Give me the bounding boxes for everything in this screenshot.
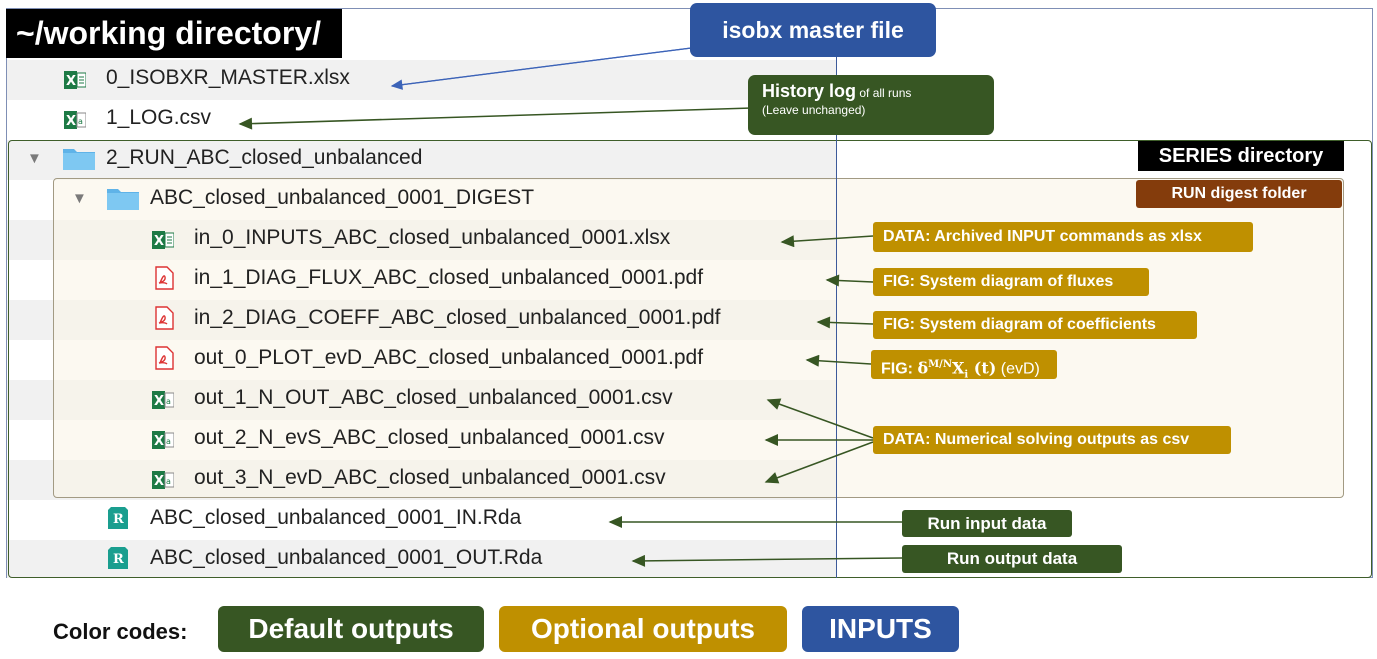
- annotation-log: History log of all runs (Leave unchanged…: [748, 75, 994, 135]
- annotation-evd-prefix: FIG:: [881, 360, 918, 378]
- svg-text:a: a: [166, 397, 171, 406]
- annotation-evd-sub: i: [964, 369, 969, 381]
- csv-file-icon: X a: [152, 431, 174, 449]
- annotation-evd-x: X: [951, 358, 965, 378]
- folder-icon: [107, 189, 139, 210]
- r-data-file-icon: R: [108, 507, 128, 529]
- svg-text:X: X: [154, 234, 164, 249]
- annotation-log-sub2: (Leave unchanged): [762, 103, 866, 117]
- file-name: 1_LOG.csv: [106, 106, 212, 129]
- csv-file-icon: X a: [64, 111, 86, 129]
- svg-text:X: X: [154, 394, 164, 409]
- file-name: out_3_N_evD_ABC_closed_unbalanced_0001.c…: [194, 466, 666, 489]
- arrow-log: [238, 107, 753, 130]
- folder-icon: [63, 149, 95, 170]
- annotation-evd-suffix: (evD): [996, 360, 1040, 378]
- legend-default-outputs: Default outputs: [218, 606, 484, 652]
- legend-inputs: INPUTS: [802, 606, 959, 652]
- file-name: ABC_closed_unbalanced_0001_IN.Rda: [150, 506, 522, 529]
- svg-text:a: a: [166, 477, 171, 486]
- file-name: 0_ISOBXR_MASTER.xlsx: [106, 66, 350, 89]
- file-name: out_1_N_OUT_ABC_closed_unbalanced_0001.c…: [194, 386, 673, 409]
- pdf-file-icon: [155, 306, 174, 330]
- arrow-out-rda: [631, 554, 903, 567]
- arrow-master: [390, 44, 716, 90]
- annotation-series: SERIES directory: [1138, 141, 1344, 171]
- annotation-numerical: DATA: Numerical solving outputs as csv: [873, 426, 1231, 454]
- row-bg: [7, 60, 836, 100]
- annotation-log-title: History log: [762, 81, 857, 101]
- arrow-n-out: [766, 398, 874, 439]
- file-name: out_0_PLOT_evD_ABC_closed_unbalanced_000…: [194, 346, 704, 369]
- file-name: ABC_closed_unbalanced_0001_OUT.Rda: [150, 546, 543, 569]
- excel-xlsx-icon: X: [152, 231, 174, 249]
- annotation-digest: RUN digest folder: [1136, 180, 1342, 208]
- svg-text:a: a: [78, 117, 83, 126]
- annotation-log-sub1: of all runs: [856, 86, 912, 100]
- svg-text:X: X: [66, 114, 76, 129]
- file-name: in_0_INPUTS_ABC_closed_unbalanced_0001.x…: [194, 226, 671, 249]
- annotation-master: isobx master file: [690, 3, 936, 57]
- arrow-n-evd: [764, 441, 874, 484]
- series-directory-outline: [8, 140, 1372, 578]
- legend-optional-outputs: Optional outputs: [499, 606, 787, 652]
- row-bg: [7, 140, 836, 180]
- annotation-run-output: Run output data: [902, 545, 1122, 573]
- annotation-evd-delta: δ: [917, 358, 929, 378]
- svg-text:R: R: [113, 552, 124, 567]
- annotation-run-input: Run input data: [902, 510, 1072, 537]
- file-name: out_2_N_evS_ABC_closed_unbalanced_0001.c…: [194, 426, 665, 449]
- arrow-evd: [805, 354, 872, 367]
- disclosure-triangle-icon[interactable]: ▼: [27, 150, 42, 167]
- svg-text:X: X: [154, 434, 164, 449]
- annotation-inputs: DATA: Archived INPUT commands as xlsx: [873, 222, 1253, 252]
- arrow-coeff: [816, 316, 874, 329]
- excel-xlsx-icon: X: [64, 71, 86, 89]
- column-divider: [836, 8, 837, 578]
- annotation-coeff: FIG: System diagram of coefficients: [873, 311, 1197, 339]
- folder-name: 2_RUN_ABC_closed_unbalanced: [106, 146, 423, 169]
- svg-text:X: X: [66, 74, 76, 89]
- pdf-file-icon: [155, 346, 174, 370]
- annotation-evd-sup: M/N: [928, 359, 952, 370]
- legend-label: Color codes:: [53, 619, 188, 644]
- r-data-file-icon: R: [108, 547, 128, 569]
- working-directory-title: ~/working directory/: [6, 9, 342, 58]
- pdf-file-icon: [155, 266, 174, 290]
- svg-text:X: X: [154, 474, 164, 489]
- annotation-evd-t: (t): [968, 358, 997, 378]
- annotation-evd: FIG: δM/NXi (t) (evD): [871, 350, 1057, 381]
- folder-name: ABC_closed_unbalanced_0001_DIGEST: [150, 186, 535, 209]
- file-name: in_1_DIAG_FLUX_ABC_closed_unbalanced_000…: [194, 266, 704, 289]
- csv-file-icon: X a: [152, 391, 174, 409]
- annotation-flux: FIG: System diagram of fluxes: [873, 268, 1149, 296]
- arrow-inputs: [780, 235, 874, 248]
- arrow-flux: [825, 274, 874, 287]
- csv-file-icon: X a: [152, 471, 174, 489]
- disclosure-triangle-icon[interactable]: ▼: [72, 190, 87, 207]
- row-bg: [7, 540, 836, 578]
- svg-text:R: R: [113, 512, 124, 527]
- file-name: in_2_DIAG_COEFF_ABC_closed_unbalanced_00…: [194, 306, 721, 329]
- svg-text:a: a: [166, 437, 171, 446]
